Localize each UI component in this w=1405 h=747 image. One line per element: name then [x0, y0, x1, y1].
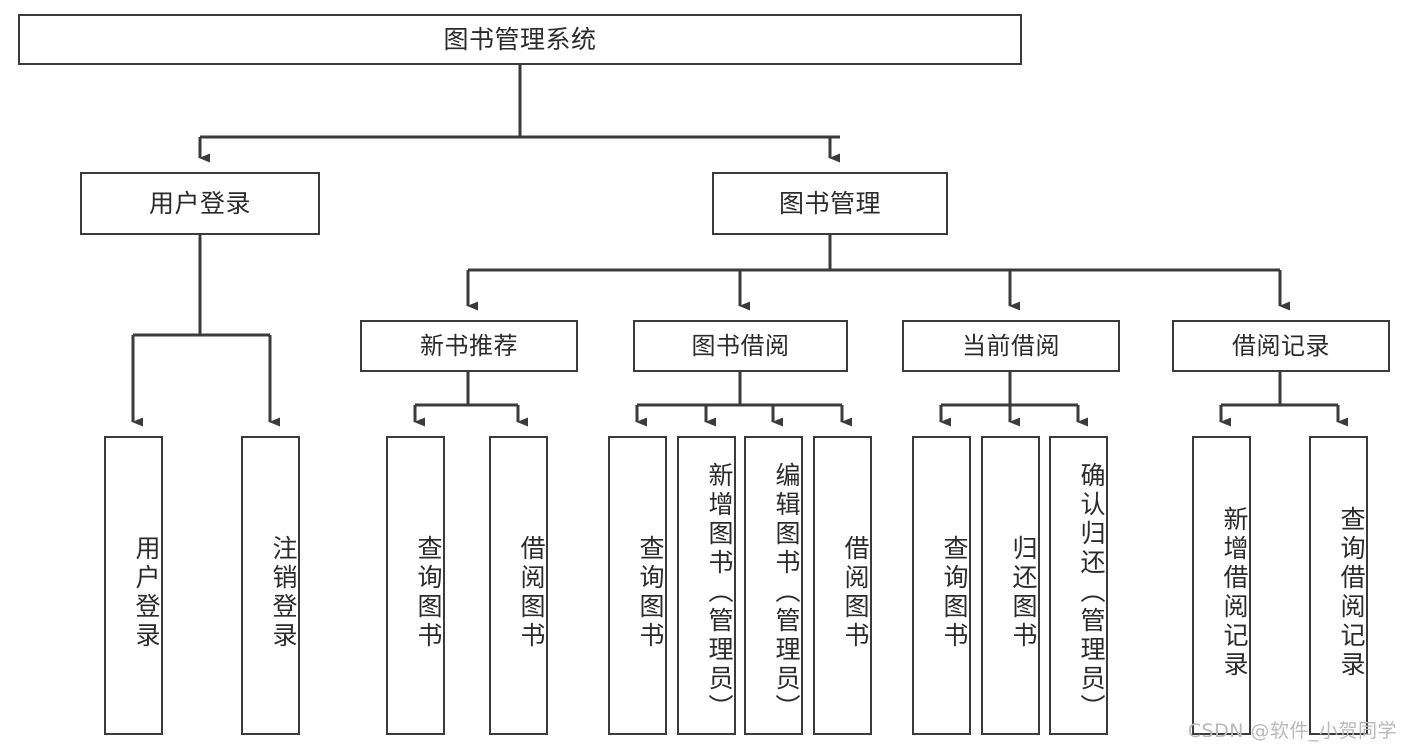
- node-leaf-book-borrow-add[interactable]: 新增图书（管理员）: [677, 436, 736, 735]
- node-leaf-user-login-signout[interactable]: 注销登录: [241, 436, 300, 735]
- node-root-library-system[interactable]: 图书管理系统: [18, 14, 1022, 65]
- node-label: 新书推荐: [420, 331, 518, 360]
- node-leaf-new-book-query[interactable]: 查询图书: [386, 436, 445, 735]
- node-label: 图书管理: [778, 188, 881, 218]
- node-label: 注销登录: [269, 534, 298, 651]
- node-book-borrow[interactable]: 图书借阅: [633, 320, 848, 372]
- csdn-watermark: CSDN @软件_小贺同学: [1187, 720, 1397, 742]
- node-label: 图书借阅: [691, 331, 790, 360]
- node-leaf-book-borrow-lend[interactable]: 借阅图书: [813, 436, 872, 735]
- node-leaf-new-book-borrow[interactable]: 借阅图书: [489, 436, 548, 735]
- node-book-management[interactable]: 图书管理: [712, 172, 948, 235]
- node-label: 查询借阅记录: [1337, 505, 1366, 680]
- node-label: 用户登录: [132, 534, 161, 651]
- node-label: 借阅图书: [517, 534, 546, 651]
- node-label: 借阅图书: [841, 534, 870, 651]
- node-label: 编辑图书（管理员）: [772, 462, 801, 723]
- node-leaf-current-borrow-return[interactable]: 归还图书: [981, 436, 1040, 735]
- node-current-borrow[interactable]: 当前借阅: [902, 320, 1120, 372]
- node-new-book-recommend[interactable]: 新书推荐: [360, 320, 578, 372]
- node-label: 用户登录: [148, 188, 251, 218]
- node-label: 归还图书: [1009, 534, 1038, 651]
- node-label: 新增图书（管理员）: [705, 462, 734, 723]
- node-leaf-book-borrow-query[interactable]: 查询图书: [608, 436, 667, 735]
- node-label: 查询图书: [414, 534, 443, 651]
- node-leaf-user-login-signin[interactable]: 用户登录: [104, 436, 163, 735]
- node-label: 图书管理系统: [443, 24, 597, 54]
- node-leaf-current-borrow-confirm-return[interactable]: 确认归还（管理员）: [1049, 436, 1108, 735]
- node-label: 新增借阅记录: [1220, 505, 1249, 680]
- node-leaf-borrow-record-add[interactable]: 新增借阅记录: [1192, 436, 1251, 735]
- node-leaf-book-borrow-edit[interactable]: 编辑图书（管理员）: [744, 436, 803, 735]
- node-leaf-borrow-record-query[interactable]: 查询借阅记录: [1309, 436, 1368, 735]
- node-borrow-record[interactable]: 借阅记录: [1172, 320, 1390, 372]
- node-label: 确认归还（管理员）: [1077, 462, 1106, 723]
- node-label: 查询图书: [940, 534, 969, 651]
- node-leaf-current-borrow-query[interactable]: 查询图书: [912, 436, 971, 735]
- node-user-login[interactable]: 用户登录: [80, 172, 320, 235]
- node-label: 查询图书: [636, 534, 665, 651]
- node-label: 当前借阅: [962, 331, 1060, 360]
- node-label: 借阅记录: [1232, 331, 1330, 360]
